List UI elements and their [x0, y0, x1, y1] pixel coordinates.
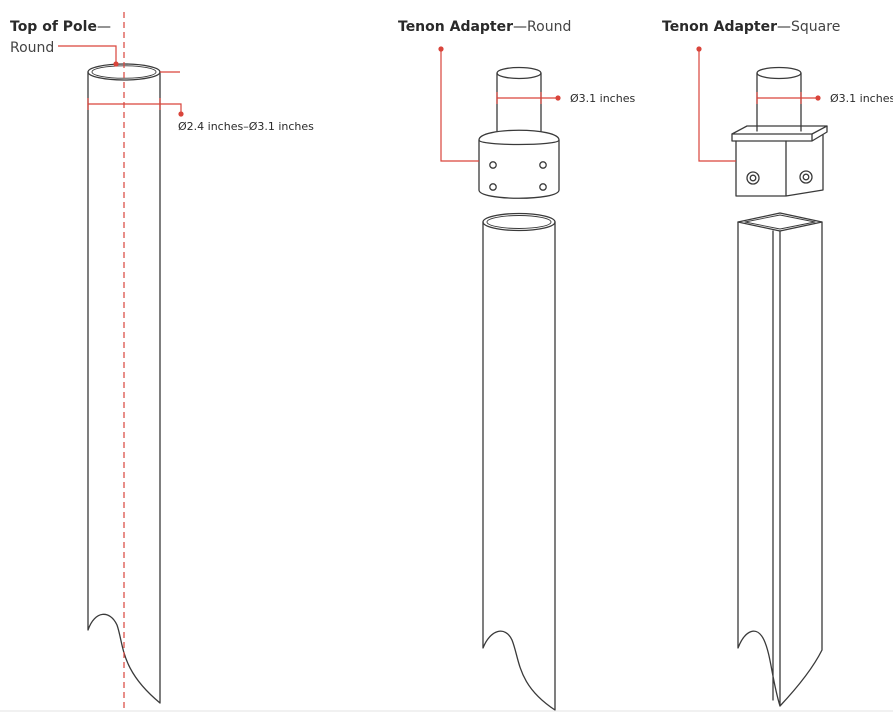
- tenon-round-title-bold: Tenon Adapter: [398, 19, 514, 35]
- round-pole-title-light: Round: [10, 40, 55, 56]
- tenon-round-collar: [478, 139, 560, 199]
- tenon-square-collar: [735, 134, 824, 197]
- pole-round-body: [482, 221, 556, 711]
- tenon-round-shoulder: [478, 129, 560, 146]
- dimension-leader-pole: [160, 103, 182, 114]
- set-screw: [489, 161, 497, 169]
- leader-dot: [696, 46, 702, 52]
- round-pole-title-bold: Top of Pole: [10, 19, 97, 35]
- diameter-dimension-line-tenon-round: [496, 92, 542, 104]
- tenon-square-title: Tenon Adapter—Square: [662, 20, 840, 34]
- tenon-round-title-light: Round: [527, 19, 572, 35]
- tenon-square-title-bold: Tenon Adapter: [662, 19, 778, 35]
- tenon-square-tube: [756, 72, 802, 132]
- tenon-round-dimension: Ø3.1 inches: [570, 92, 636, 105]
- tenon-round-tube-top: [496, 66, 542, 80]
- round-pole-dimension: Ø2.4 inches–Ø3.1 inches: [178, 120, 314, 133]
- bolt-head: [746, 171, 760, 185]
- tenon-square-title-light: Square: [791, 19, 841, 35]
- leader-dot: [555, 95, 561, 101]
- bolt-head: [799, 170, 813, 184]
- leader-dot: [113, 61, 119, 67]
- tenon-square-drawing: [731, 66, 828, 707]
- pole-square-top-opening: [737, 212, 823, 232]
- tenon-square-tube-top: [756, 66, 802, 80]
- tenon-round-drawing: [478, 66, 560, 711]
- tenon-square-title-dash: —: [777, 19, 792, 35]
- set-screw: [539, 161, 547, 169]
- tenon-square-dimension: Ø3.1 inches: [830, 92, 893, 105]
- diameter-dimension-line-tenon-square: [756, 92, 802, 104]
- leader-dot: [178, 111, 184, 117]
- leader-dot: [438, 46, 444, 52]
- tenon-square-plate-top: [731, 125, 828, 135]
- tenon-round-title: Tenon Adapter—Round: [398, 20, 571, 34]
- bolt-head: [749, 174, 757, 182]
- leader-dot: [815, 95, 821, 101]
- tenon-round-title-dash: —: [513, 19, 528, 35]
- set-screw: [489, 183, 497, 191]
- tenon-square-plate-face: [731, 125, 828, 142]
- pole-round-top-opening: [482, 212, 556, 232]
- pole-body: [87, 71, 161, 704]
- pole-square-inner-rim: [744, 214, 816, 230]
- pole-round-inner-rim: [486, 215, 552, 229]
- pole-square-body: [737, 221, 823, 707]
- tenon-round-tube: [496, 72, 542, 132]
- round-pole-title-dash: —: [96, 19, 111, 35]
- round-pole-subtitle: Round: [10, 41, 54, 55]
- diameter-dimension-line-pole: [87, 98, 161, 110]
- title-leader-tenon-round: [440, 49, 479, 162]
- bolt-head: [802, 173, 810, 181]
- title-leader-tenon-square: [698, 49, 736, 162]
- round-pole-title: Top of Pole—: [10, 20, 111, 34]
- set-screw: [539, 183, 547, 191]
- title-leader-pole: [58, 45, 117, 64]
